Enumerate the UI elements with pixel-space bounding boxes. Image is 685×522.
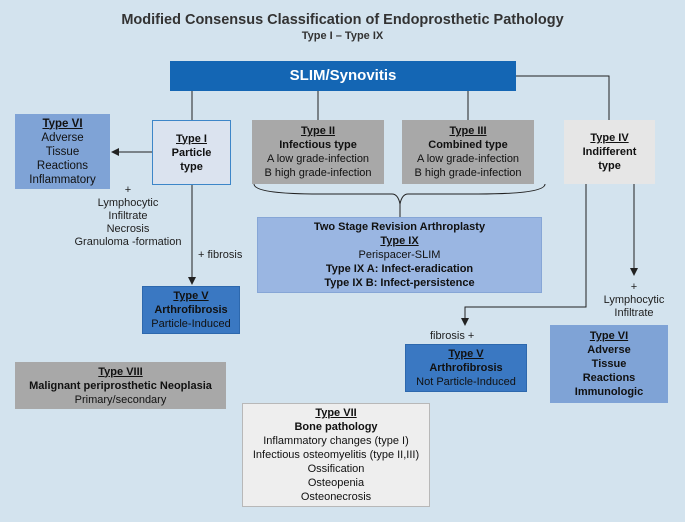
left-infiltrate-note: + Lymphocytic Infiltrate Necrosis Granul… xyxy=(70,184,186,249)
type-vi-right-line-1: Adverse xyxy=(587,344,631,356)
type-iii-line-2: B high grade-infection xyxy=(414,167,522,179)
right-note-line-1: + xyxy=(630,281,638,293)
type-viii-bold: Malignant periprosthetic Neoplasia xyxy=(29,379,212,392)
type-ix-line: Perispacer-SLIM xyxy=(358,249,441,261)
type-vi-left-heading: Type VI xyxy=(42,117,83,130)
type-ix-box: Two Stage Revision Arthroplasty Type IX … xyxy=(257,217,542,293)
type-ii-bold: Infectious type xyxy=(279,139,357,151)
type-iii-bold: Combined type xyxy=(428,139,508,151)
type-vi-right-line-4: Immunologic xyxy=(574,386,644,398)
diagram-subtitle: Type I – Type IX xyxy=(301,30,384,42)
type-vii-line-1: Inflammatory changes (type I) xyxy=(263,435,409,447)
type-i-heading: Type I xyxy=(176,132,207,145)
arrow-type-iv-to-v xyxy=(461,184,587,326)
type-iii-line-1: A low grade-infection xyxy=(416,153,520,165)
type-vi-right-heading: Type VI xyxy=(589,330,629,342)
type-vi-immunologic-box: Type VI Adverse Tissue Reactions Immunol… xyxy=(550,325,668,403)
type-v-left-bold: Arthrofibrosis xyxy=(154,304,228,316)
type-v-particle-box: Type V Arthrofibrosis Particle-Induced xyxy=(142,286,240,334)
type-vi-inflammatory-box: Type VI Adverse Tissue Reactions Inflamm… xyxy=(15,114,110,189)
type-ix-heading: Type IX xyxy=(380,235,419,247)
fibrosis-left-label: + fibrosis xyxy=(198,249,243,261)
left-note-line-3: Infiltrate xyxy=(108,210,148,222)
left-note-line-5: Granuloma -formation xyxy=(74,236,182,248)
type-v-left-line: Particle-Induced xyxy=(151,318,231,330)
type-i-line-2: type xyxy=(180,160,203,173)
left-note-line-1: + xyxy=(124,184,132,196)
slim-synovitis-box: SLIM/Synovitis xyxy=(170,61,516,91)
type-vii-line-4: Osteopenia xyxy=(307,477,365,489)
type-vi-left-line-4: Inflammatory xyxy=(29,173,96,186)
type-v-left-heading: Type V xyxy=(173,290,209,302)
type-i-line-1: Particle xyxy=(171,146,212,159)
type-v-right-line: Not Particle-Induced xyxy=(416,376,516,388)
fibrosis-right-label: fibrosis + xyxy=(430,330,475,342)
right-note-line-2: Lymphocytic xyxy=(603,294,665,306)
slim-label: SLIM/Synovitis xyxy=(289,67,397,84)
type-vi-right-line-2: Tissue xyxy=(591,358,627,370)
type-vii-line-5: Osteonecrosis xyxy=(300,491,372,503)
connector-slim-type-iv xyxy=(516,75,610,120)
type-iv-heading: Type IV xyxy=(590,132,629,144)
type-vi-left-line-1: Adverse xyxy=(41,131,84,144)
type-iii-box: Type III Combined type A low grade-infec… xyxy=(402,120,534,184)
type-ii-line-1: A low grade-infection xyxy=(266,153,370,165)
type-iii-heading: Type III xyxy=(449,125,487,137)
type-ix-b: Type IX B: Infect-persistence xyxy=(324,277,475,289)
type-viii-line: Primary/secondary xyxy=(74,393,167,406)
type-ix-header: Two Stage Revision Arthroplasty xyxy=(313,221,486,233)
left-note-line-2: Lymphocytic xyxy=(97,197,159,209)
type-v-not-particle-box: Type V Arthrofibrosis Not Particle-Induc… xyxy=(405,344,527,392)
left-note-line-4: Necrosis xyxy=(106,223,150,235)
type-viii-box: Type VIII Malignant periprosthetic Neopl… xyxy=(15,362,226,409)
type-vii-box: Type VII Bone pathology Inflammatory cha… xyxy=(242,403,430,507)
type-ii-heading: Type II xyxy=(300,125,336,137)
type-v-right-bold: Arthrofibrosis xyxy=(429,362,503,374)
right-note-line-3: Infiltrate xyxy=(614,307,654,319)
type-iv-line-2: type xyxy=(598,160,621,172)
type-ii-line-2: B high grade-infection xyxy=(264,167,372,179)
type-vi-left-line-3: Reactions xyxy=(36,159,89,172)
type-i-box: Type I Particle type xyxy=(152,120,231,185)
type-vi-right-line-3: Reactions xyxy=(582,372,636,384)
type-vii-heading: Type VII xyxy=(315,407,357,419)
type-iv-box: Type IV Indifferent type xyxy=(564,120,655,184)
type-vi-left-line-2: Tissue xyxy=(45,145,80,158)
type-ix-a: Type IX A: Infect-eradication xyxy=(325,263,474,275)
brace-ii-iii xyxy=(253,183,546,205)
type-viii-heading: Type VIII xyxy=(98,365,143,378)
right-infiltrate-note: + Lymphocytic Infiltrate xyxy=(596,281,672,320)
diagram-title: Modified Consensus Classification of End… xyxy=(121,12,564,28)
type-vii-line-3: Ossification xyxy=(307,463,365,475)
type-v-right-heading: Type V xyxy=(448,348,484,360)
type-vii-line-2: Infectious osteomyelitis (type II,III) xyxy=(252,449,420,461)
type-iv-line-1: Indifferent xyxy=(582,146,637,158)
type-ii-box: Type II Infectious type A low grade-infe… xyxy=(252,120,384,184)
type-vii-bold: Bone pathology xyxy=(294,421,378,433)
